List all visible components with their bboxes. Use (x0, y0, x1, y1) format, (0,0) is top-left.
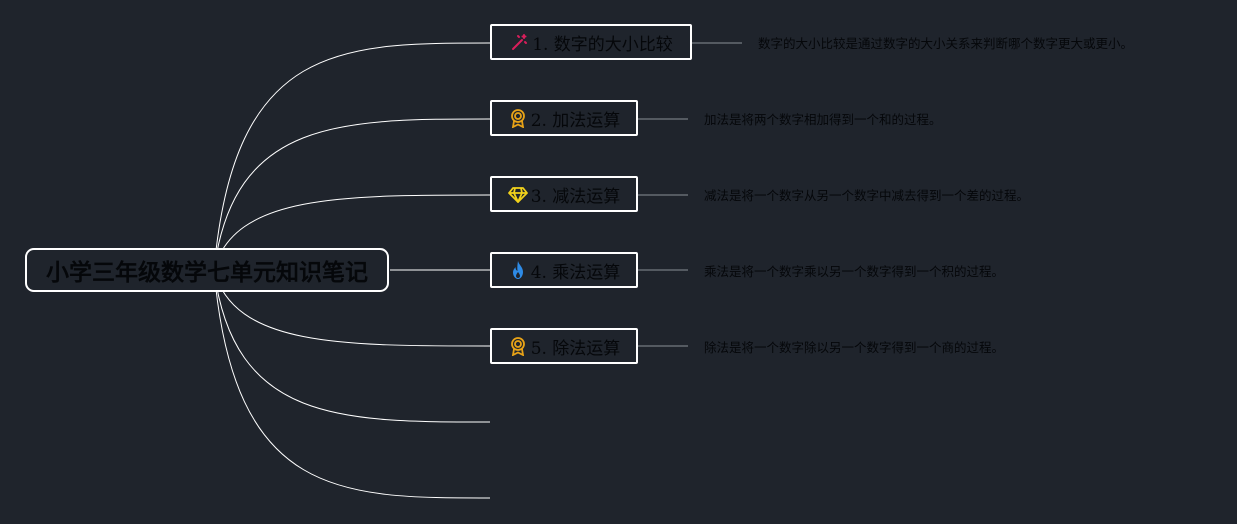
branch-node-5[interactable]: 5. 除法运算 (490, 328, 638, 364)
branch-connector-line (213, 269, 491, 347)
branch-note-2: 加法是将两个数字相加得到一个和的过程。 (704, 112, 942, 127)
branch-note-4: 乘法是将一个数字乘以另一个数字得到一个积的过程。 (704, 264, 1005, 279)
diamond-icon (507, 184, 528, 204)
branch-node-2[interactable]: 2. 加法运算 (490, 100, 638, 136)
root-topic[interactable]: 小学三年级数学七单元知识笔记 (25, 248, 389, 292)
branch-node-label: 1. 数字的大小比较 (532, 34, 673, 55)
branch-node-label: 4. 乘法运算 (530, 262, 621, 283)
medal-icon (508, 108, 528, 128)
branch-note-5: 除法是将一个数字除以另一个数字得到一个商的过程。 (704, 340, 1005, 355)
branch-connector-line (213, 42, 491, 271)
branch-connector-line (213, 118, 491, 271)
branch-note-3: 减法是将一个数字从另一个数字中减去得到一个差的过程。 (704, 188, 1030, 203)
branch-node-1[interactable]: 1. 数字的大小比较 (490, 24, 692, 60)
medal-icon (508, 336, 528, 356)
branch-connector-line (213, 269, 491, 423)
branch-node-label: 5. 除法运算 (530, 338, 621, 359)
magic-wand-icon (509, 32, 529, 52)
root-topic-label: 小学三年级数学七单元知识笔记 (46, 260, 368, 286)
branch-node-4[interactable]: 4. 乘法运算 (490, 252, 638, 288)
flame-icon (508, 260, 528, 280)
branch-connector-line (213, 194, 491, 271)
branch-connector-line (213, 269, 491, 499)
branch-note-1: 数字的大小比较是通过数字的大小关系来判断哪个数字更大或更小。 (758, 36, 1134, 51)
branch-node-label: 3. 减法运算 (530, 186, 621, 207)
branch-node-label: 2. 加法运算 (530, 110, 621, 131)
branch-node-3[interactable]: 3. 减法运算 (490, 176, 638, 212)
